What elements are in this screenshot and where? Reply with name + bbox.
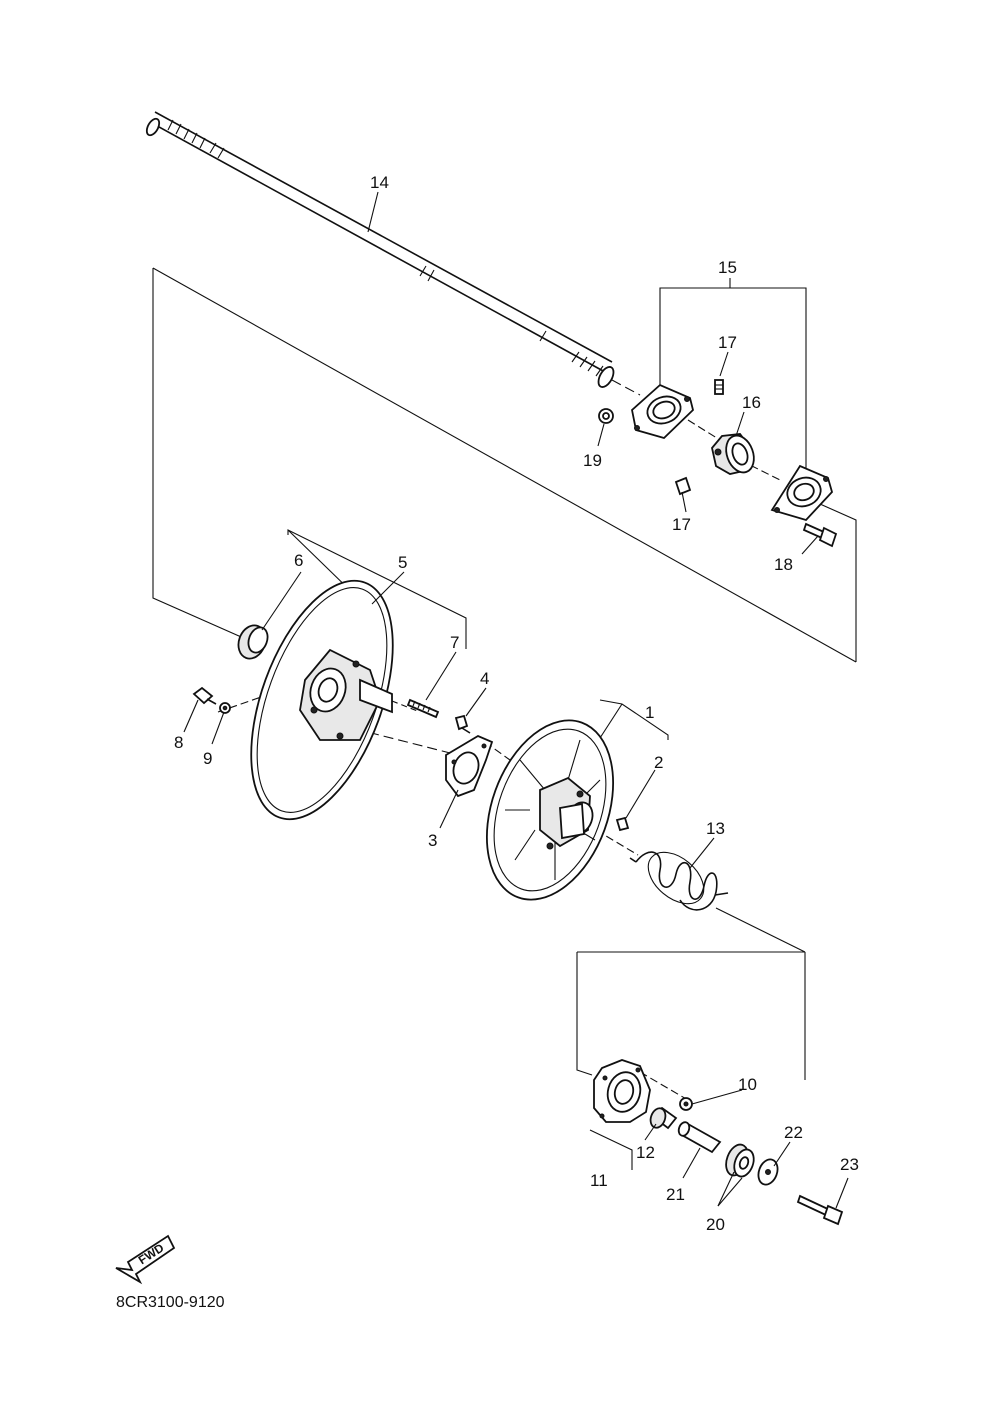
group-bracket-lines <box>152 267 857 1170</box>
callout-4: 4 <box>480 669 489 688</box>
bolt-8-part <box>192 686 217 705</box>
spring-13-part <box>629 851 729 911</box>
callout-19: 19 <box>583 451 602 470</box>
spacer-ring-6-part <box>237 624 269 660</box>
callout-17-upper: 17 <box>718 333 737 352</box>
callout-10: 10 <box>738 1075 757 1094</box>
callout-15: 15 <box>718 258 737 277</box>
cover-plate-3-part <box>445 734 494 798</box>
bushing-12-part <box>649 1106 678 1130</box>
callout-22: 22 <box>784 1123 803 1142</box>
grease-fitting-upper-part <box>714 379 724 395</box>
callout-8: 8 <box>174 733 183 752</box>
bearing-flange-right-part <box>770 464 834 522</box>
drawing-code: 8CR3100-9120 <box>116 1294 225 1311</box>
collar-21-part <box>677 1121 722 1154</box>
callout-2: 2 <box>654 753 663 772</box>
callout-13: 13 <box>706 819 725 838</box>
callout-5: 5 <box>398 553 407 572</box>
nut-10-part <box>679 1097 693 1111</box>
callout-16: 16 <box>742 393 761 412</box>
callout-9: 9 <box>203 749 212 768</box>
callout-20: 20 <box>706 1215 725 1234</box>
callout-labels: 1 2 3 4 5 6 7 8 9 10 11 12 13 14 15 16 1… <box>174 173 859 1234</box>
movable-sheave-part <box>485 719 615 901</box>
callout-7: 7 <box>450 633 459 652</box>
fixed-sheave-part <box>250 579 394 821</box>
callout-12: 12 <box>636 1143 655 1162</box>
washer-9-part <box>219 702 231 714</box>
bearing-16-part <box>711 433 755 475</box>
pin-7-part <box>406 698 440 719</box>
callout-23: 23 <box>840 1155 859 1174</box>
cover-11-part <box>593 1059 651 1123</box>
forward-direction-arrow-icon: FWD <box>115 1234 176 1285</box>
callout-14: 14 <box>370 173 389 192</box>
roller-20-part <box>725 1143 755 1178</box>
washer-22-part <box>757 1158 779 1186</box>
callout-21: 21 <box>666 1185 685 1204</box>
bearing-flange-left-part <box>631 383 694 440</box>
drive-shaft-part <box>145 111 641 396</box>
callout-17-lower: 17 <box>672 515 691 534</box>
screw-4-part <box>454 714 471 734</box>
callout-18: 18 <box>774 555 793 574</box>
callout-11: 11 <box>590 1171 608 1190</box>
callout-3: 3 <box>428 831 437 850</box>
bolt-23-part <box>796 1194 844 1226</box>
bolt-18-part <box>802 522 838 548</box>
nut-19-part <box>598 408 614 424</box>
callout-leader-lines <box>183 191 849 1209</box>
callout-1: 1 <box>645 703 654 722</box>
grease-fitting-lower-part <box>674 476 692 496</box>
screw-2-part <box>615 816 630 832</box>
callout-6: 6 <box>294 551 303 570</box>
